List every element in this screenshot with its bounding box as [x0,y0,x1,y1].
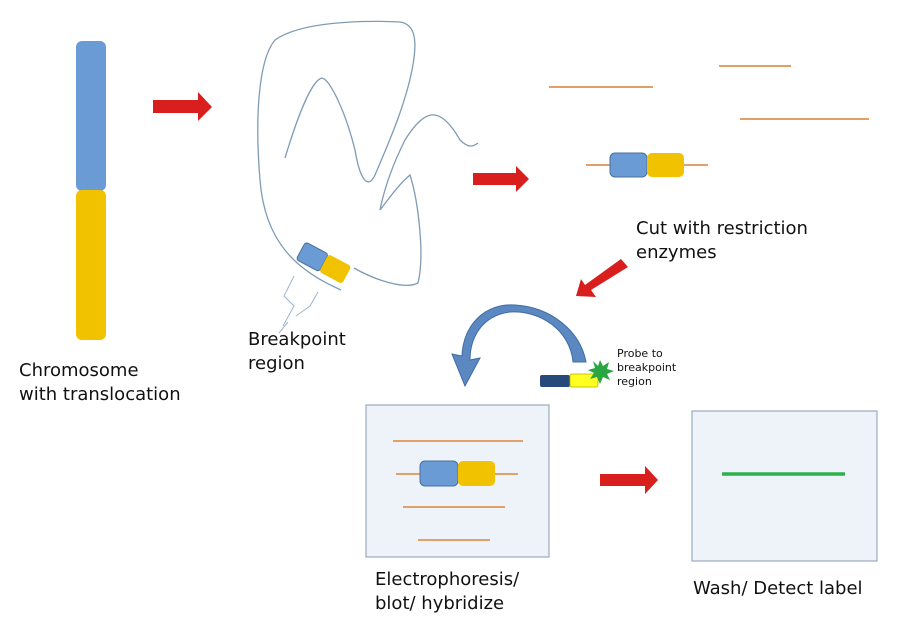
probe [540,360,614,388]
chromosome-yellow-segment [76,190,106,340]
probe-label-line2: breakpoint [617,361,677,374]
arrow-right-icon [153,92,212,121]
chromosome-label: Chromosome with translocation [19,359,181,407]
hybridize-label-line1: Electrophoresis/ [375,569,520,590]
cut-label-line1: Cut with restriction [636,218,808,239]
probe-label-line3: region [617,375,652,388]
breakpoint-label-line2: region [248,353,305,374]
hybridize-label-line2: blot/ hybridize [375,593,505,614]
detection-panel [691,410,878,562]
chromosome [76,41,106,340]
hybridization-blot-panel [365,404,550,558]
hybridize-label: Electrophoresis/ blot/ hybridize [375,568,519,616]
restriction-fragments [549,65,869,166]
chromosome-blue-segment [76,41,106,191]
breakpoint-label: Breakpoint region [248,328,346,376]
dna-strand [257,20,479,291]
detect-label: Wash/ Detect label [693,578,863,599]
probe-label: Probe to breakpoint region [617,347,676,389]
probe-label-line1: Probe to [617,347,663,360]
cut-label-line2: enzymes [636,242,717,263]
arrow-right-icon [600,466,658,494]
curved-arrow-icon [451,304,587,388]
chromosome-label-line2: with translocation [19,384,181,405]
fusion-fragment [609,152,684,178]
breakpoint-fusion [296,242,351,283]
arrow-down-left-icon [576,259,628,297]
arrow-right-icon [473,166,529,192]
breakpoint-label-line1: Breakpoint [248,329,346,350]
cut-label: Cut with restriction enzymes [636,217,808,265]
breakpoint-callout [278,275,319,334]
label-star-icon [588,360,614,384]
chromosome-label-line1: Chromosome [19,360,139,381]
